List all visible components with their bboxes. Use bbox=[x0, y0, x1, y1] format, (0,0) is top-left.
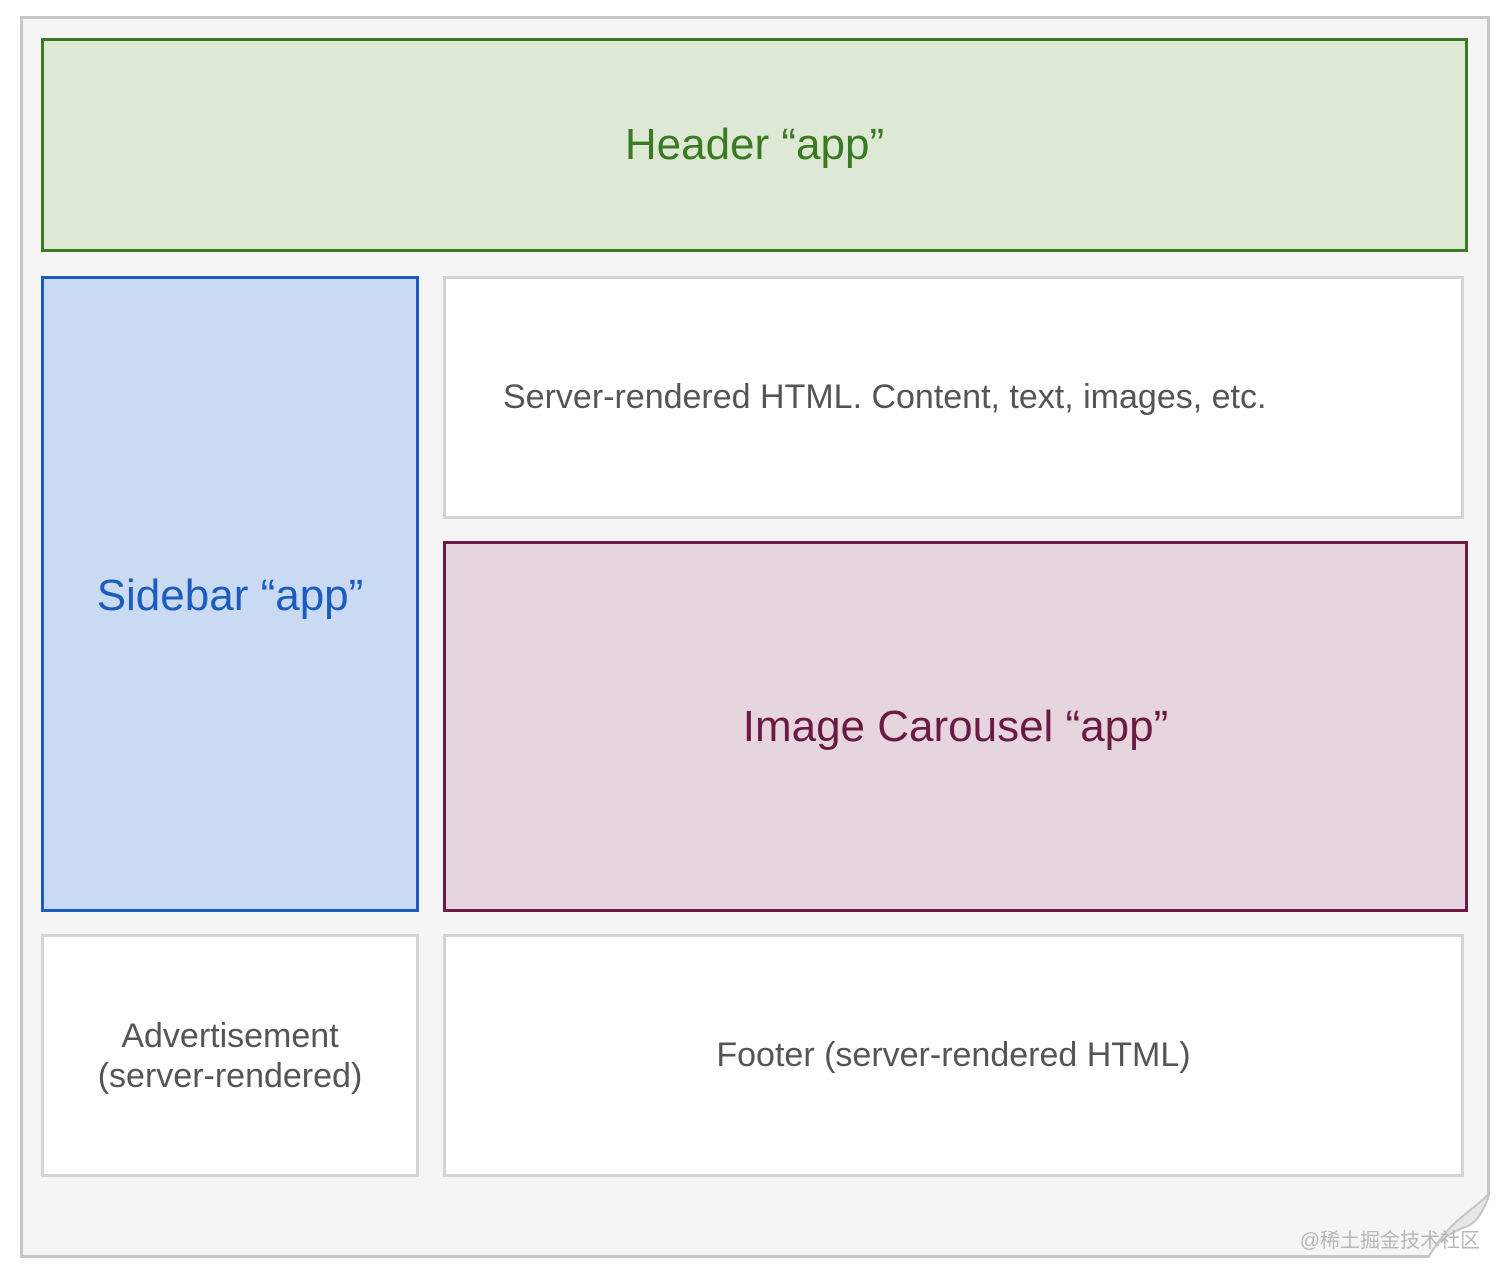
image-carousel-app-label: Image Carousel “app” bbox=[742, 701, 1169, 751]
sidebar-app-box: Sidebar “app” bbox=[41, 276, 419, 912]
advertisement-sublabel: (server-rendered) bbox=[97, 1056, 363, 1095]
page-curl-icon bbox=[1428, 1192, 1490, 1258]
footer-box: Footer (server-rendered HTML) bbox=[443, 934, 1464, 1177]
server-rendered-content-label: Server-rendered HTML. Content, text, ima… bbox=[503, 378, 1267, 416]
advertisement-box: Advertisement (server-rendered) bbox=[41, 934, 419, 1177]
advertisement-label: Advertisement bbox=[121, 1016, 339, 1055]
server-rendered-content-box: Server-rendered HTML. Content, text, ima… bbox=[443, 276, 1464, 519]
footer-label: Footer (server-rendered HTML) bbox=[716, 1036, 1191, 1074]
sidebar-app-label: Sidebar “app” bbox=[96, 571, 364, 620]
header-app-box: Header “app” bbox=[41, 38, 1468, 252]
header-app-label: Header “app” bbox=[624, 120, 885, 169]
watermark: @稀土掘金技术社区 bbox=[1299, 1230, 1480, 1252]
image-carousel-app-box: Image Carousel “app” bbox=[443, 541, 1468, 912]
